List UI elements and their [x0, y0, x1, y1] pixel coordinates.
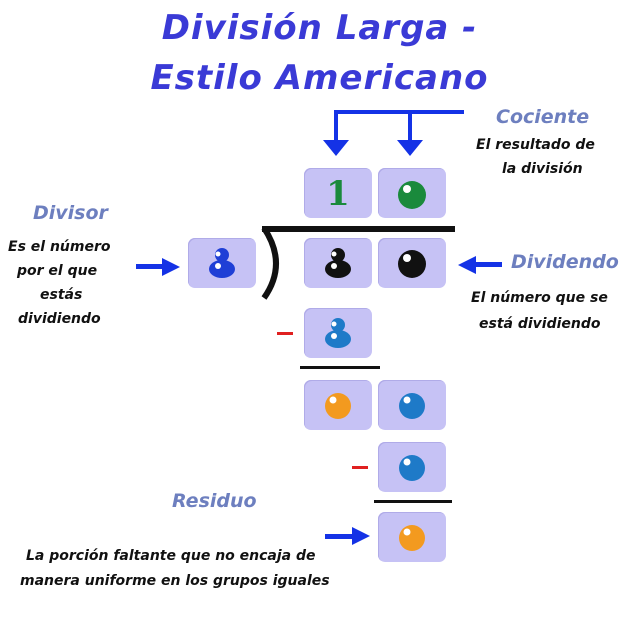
title-line-1: División Larga -	[161, 8, 478, 48]
subtraction-line-2	[374, 500, 452, 503]
dividend-digit-2	[378, 238, 446, 288]
residuo-arrow-shaft	[325, 534, 355, 539]
divisor-desc-4: dividiendo	[18, 311, 101, 327]
quotient-digit-2	[378, 168, 446, 218]
zero-digit-icon	[399, 525, 425, 551]
down-arrow-icon	[323, 140, 349, 156]
cociente-label: Cociente	[496, 106, 590, 128]
eight-digit-icon	[325, 248, 351, 278]
divisor-desc-3: estás	[40, 287, 83, 303]
eight-digit-icon	[325, 318, 351, 348]
zero-digit-icon	[398, 181, 426, 209]
residuo-desc-2: manera uniforme en los grupos iguales	[20, 573, 330, 589]
subtract-digit-1	[304, 308, 372, 358]
dividendo-label: Dividendo	[511, 251, 619, 273]
divisor-desc-1: Es el número	[8, 239, 111, 255]
zero-digit-icon	[325, 393, 351, 419]
quotient-digit-1: 1	[304, 168, 372, 218]
residuo-label: Residuo	[172, 490, 257, 512]
eight-digit-icon	[209, 248, 235, 278]
title-line-2: Estilo Americano	[150, 58, 489, 98]
subtraction-line-1	[300, 366, 380, 369]
cociente-arrow-stem-2	[408, 110, 412, 144]
left-arrow-icon	[458, 256, 476, 274]
cociente-arrow-bar	[334, 110, 464, 114]
dividendo-desc-1: El número que se	[471, 290, 608, 306]
dividendo-arrow-shaft	[474, 262, 502, 267]
remainder-digit-2	[378, 380, 446, 430]
divisor-arrow-shaft	[136, 264, 164, 269]
zero-digit-icon	[398, 250, 426, 278]
down-arrow-icon	[397, 140, 423, 156]
subtract-digit-2	[378, 442, 446, 492]
division-bracket	[261, 226, 279, 300]
divisor-desc-2: por el que	[17, 263, 98, 279]
minus-sign	[352, 466, 368, 469]
zero-digit-icon	[399, 455, 425, 481]
remainder-digit-1	[304, 380, 372, 430]
minus-sign	[277, 332, 293, 335]
zero-digit-icon	[399, 393, 425, 419]
dividend-digit-1	[304, 238, 372, 288]
right-arrow-icon	[162, 258, 180, 276]
svg-text:1: 1	[326, 174, 350, 214]
divisor-label: Divisor	[33, 202, 108, 224]
cociente-arrow-stem-1	[334, 110, 338, 144]
division-bar	[262, 226, 455, 232]
residuo-desc-1: La porción faltante que no encaja de	[26, 548, 316, 564]
cociente-desc-2: la división	[502, 161, 583, 177]
divisor-digit	[188, 238, 256, 288]
right-arrow-icon	[352, 527, 370, 545]
dividendo-desc-2: está dividiendo	[479, 316, 601, 332]
cociente-desc-1: El resultado de	[476, 137, 595, 153]
residuo-digit	[378, 512, 446, 562]
